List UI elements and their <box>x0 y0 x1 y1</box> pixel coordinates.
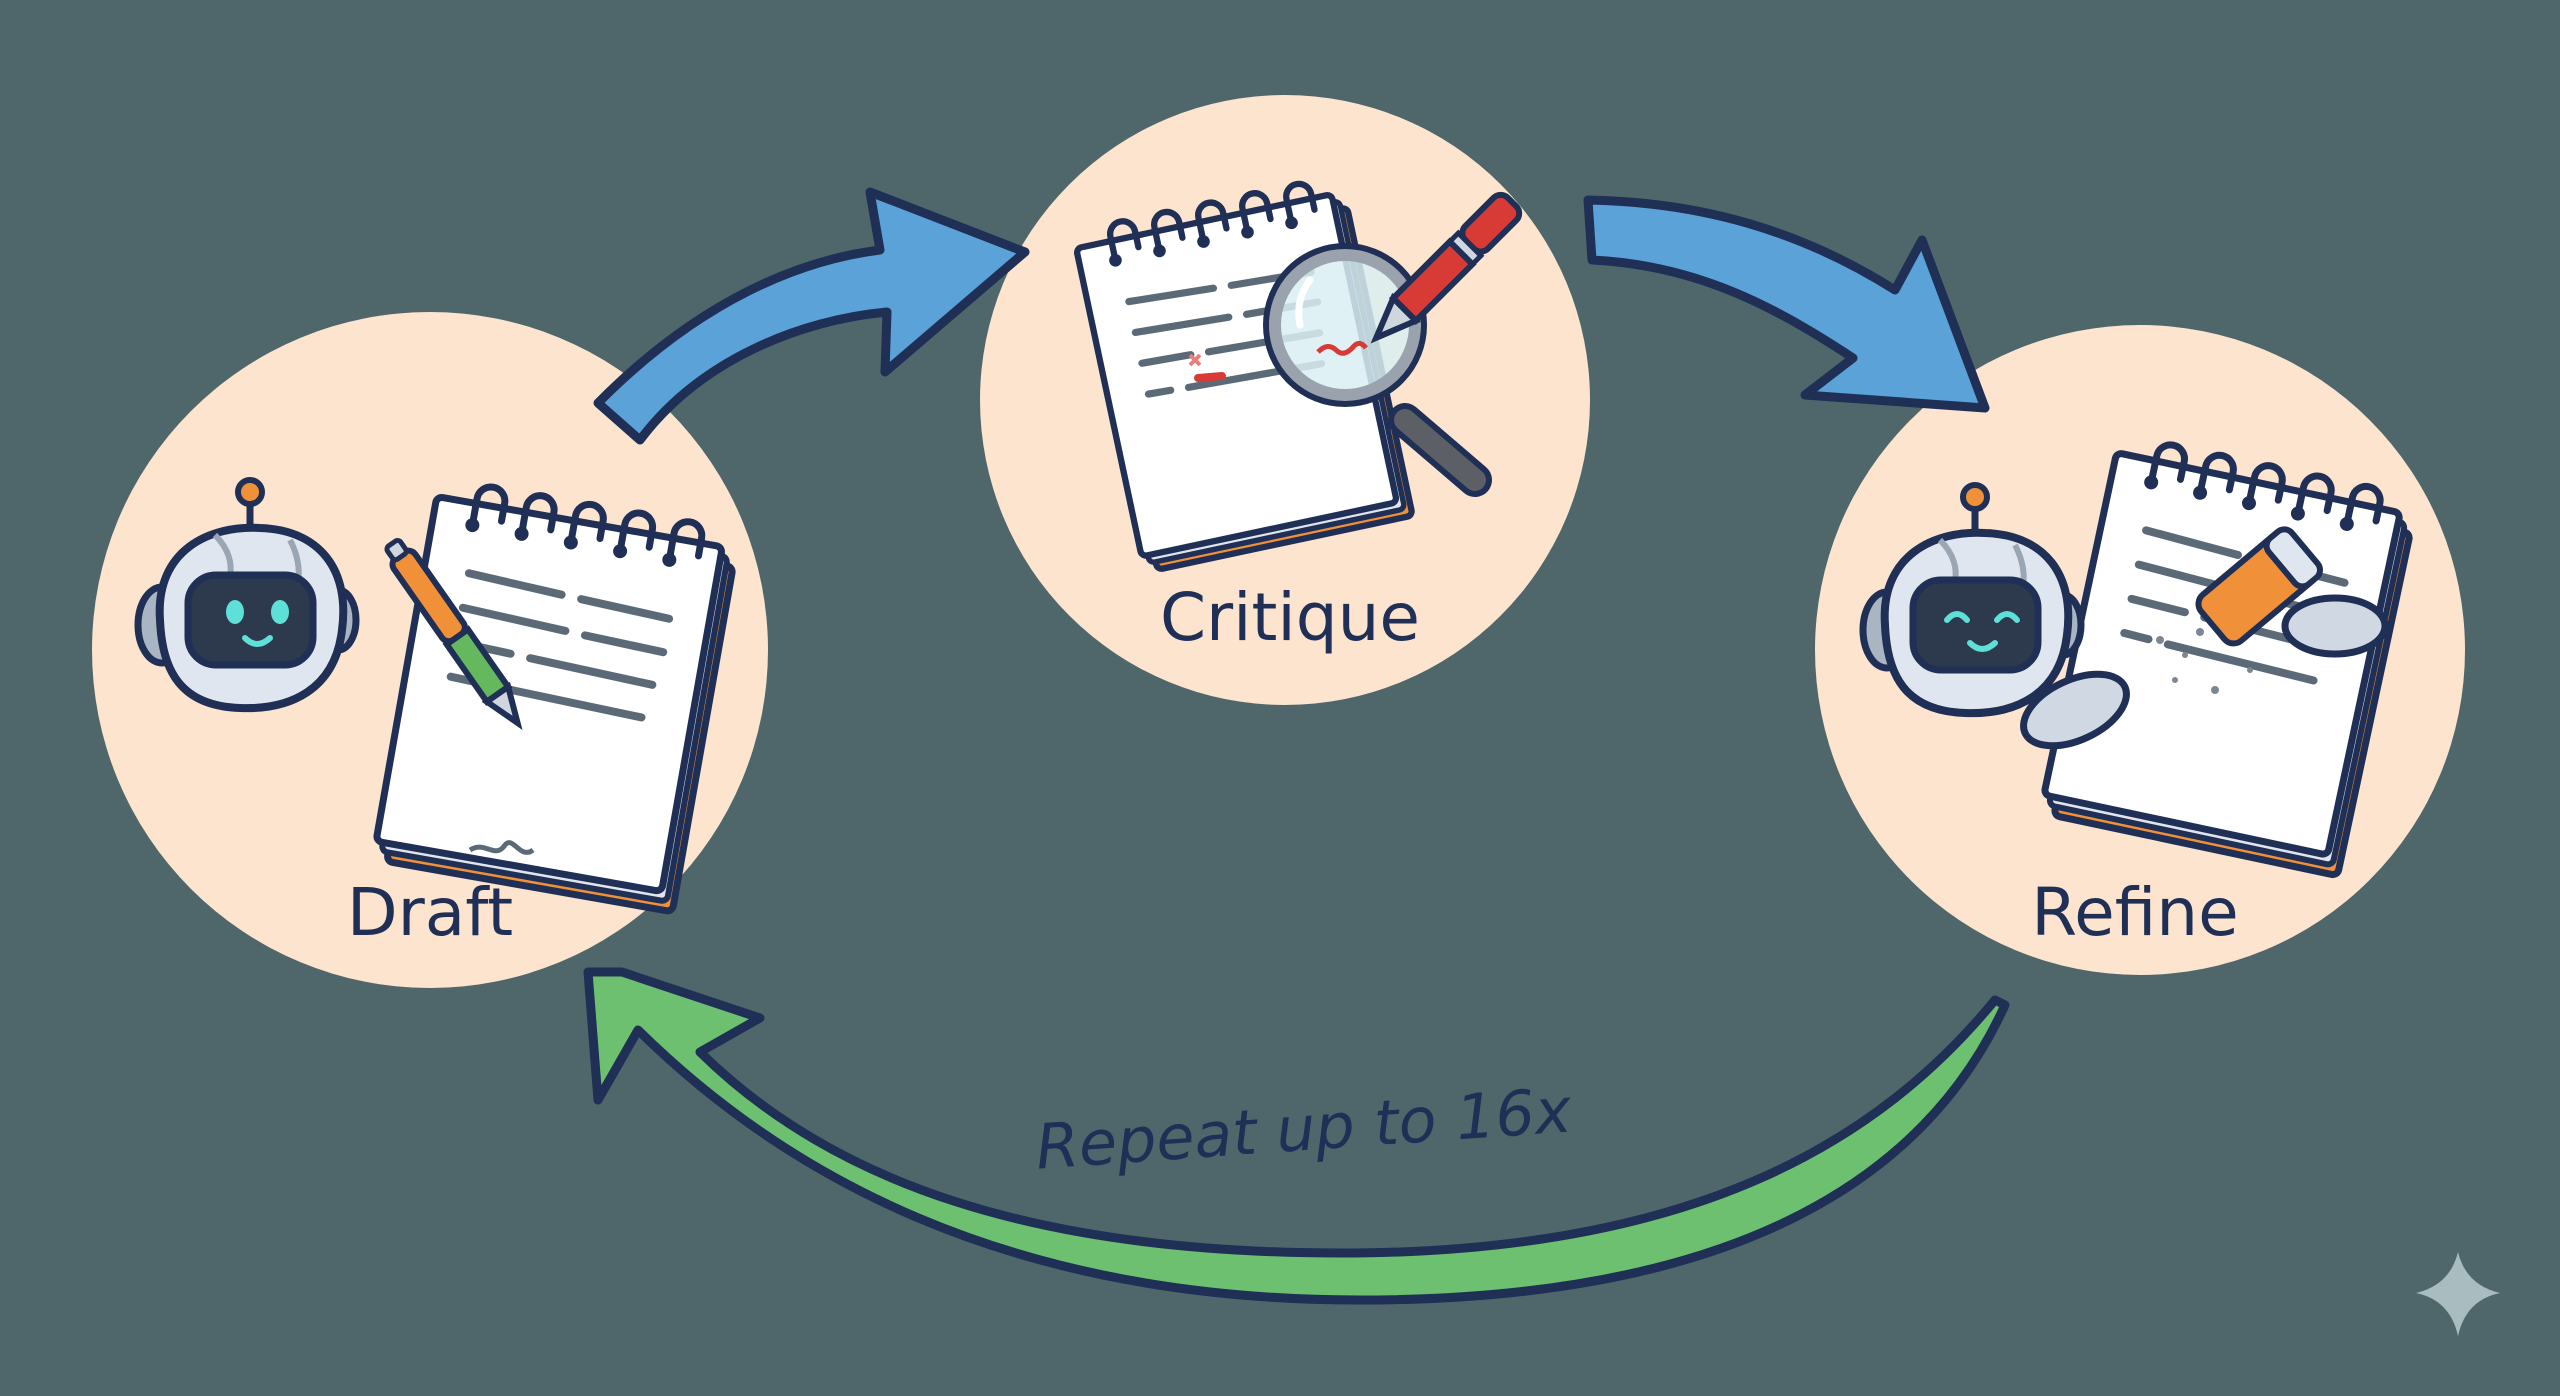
arrow-refine-to-draft-loop <box>583 967 2010 1305</box>
sparkle-icon <box>2416 1252 2500 1336</box>
critique-label: Critique <box>1160 579 1420 656</box>
robot-erasing-notepad-icon <box>1863 434 2418 876</box>
notepad-magnifier-red-pen-icon <box>1073 175 1523 573</box>
robot-writing-notepad-icon <box>138 478 739 912</box>
arrow-critique-to-refine <box>1583 195 1990 413</box>
draft-label: Draft <box>347 874 513 951</box>
arrow-draft-to-critique <box>593 187 1030 445</box>
loop-label: Repeat up to 16x <box>1033 1073 1575 1183</box>
refine-label: Refine <box>2031 874 2239 951</box>
